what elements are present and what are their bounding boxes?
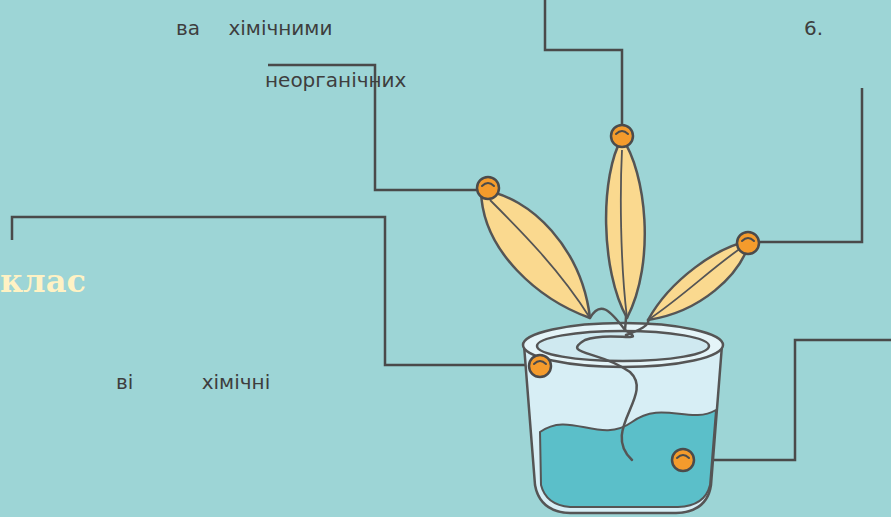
leaf: [481, 190, 590, 318]
jar: [523, 323, 723, 513]
leader-line: [758, 88, 862, 242]
callout-dot: [672, 449, 694, 471]
label-text: ва хімічними: [176, 16, 332, 40]
label-text: ві хімічні: [116, 370, 270, 394]
leaf-vein: [490, 200, 590, 318]
jar-rim: [523, 323, 723, 367]
jar-rim-inner: [537, 331, 709, 361]
leaf: [648, 241, 750, 320]
leaf: [606, 138, 645, 318]
leader-line: [12, 217, 530, 365]
stem: [577, 301, 648, 460]
jar-water: [540, 410, 716, 507]
callout-number: 6.: [804, 16, 823, 40]
callout-dots: [477, 125, 759, 471]
section-heading: клас: [0, 262, 86, 300]
callout-dot: [611, 125, 633, 147]
label-text: неорганічних: [265, 68, 406, 92]
callout-dot: [737, 232, 759, 254]
leader-line: [693, 340, 891, 460]
plant: [481, 138, 750, 460]
leaf-vein: [621, 150, 627, 318]
dot-smile: [482, 183, 494, 186]
dot-smile: [677, 455, 689, 458]
dot-smile: [616, 131, 628, 134]
leader-line: [545, 0, 622, 125]
dot-smile: [534, 361, 546, 364]
leaf-vein: [648, 246, 744, 320]
dot-smile: [742, 238, 754, 241]
callout-dot: [529, 355, 551, 377]
leader-lines: [12, 0, 891, 460]
callout-dot: [477, 177, 499, 199]
